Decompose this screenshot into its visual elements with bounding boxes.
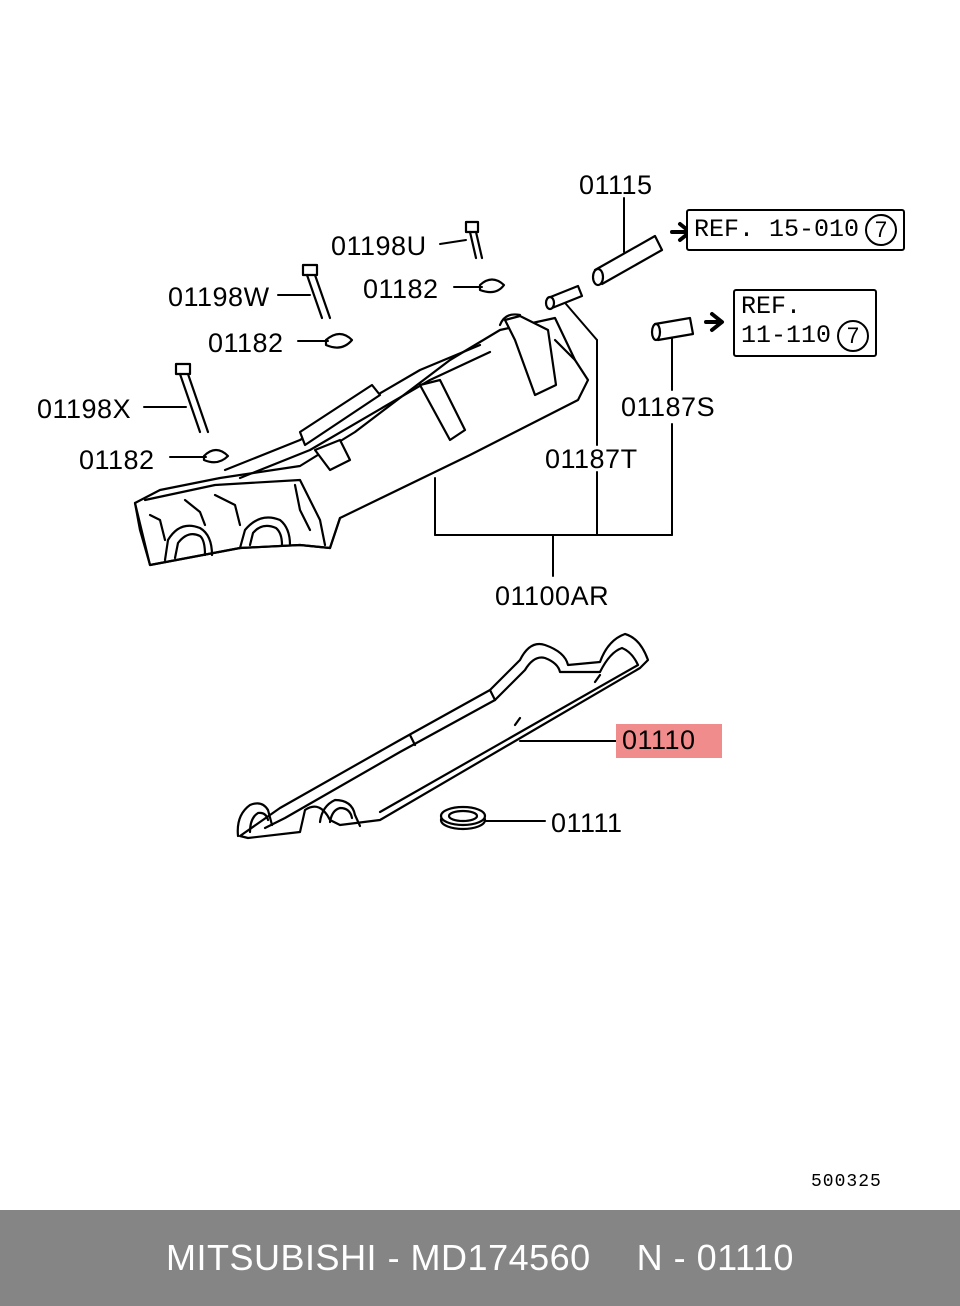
part-label-01111: 01111 — [551, 808, 623, 838]
arrow-icon-ref2 — [704, 312, 724, 332]
washer-icon-01182-b — [324, 332, 354, 349]
reference-text: REF. 15-010 — [694, 214, 860, 244]
hose-icon-01115 — [591, 234, 664, 287]
footer-bar: MITSUBISHI - MD174560 N - 01110 — [0, 1210, 960, 1306]
hose-icon-01187T — [544, 284, 584, 311]
part-label-01182-c: 01182 — [79, 445, 155, 475]
o-ring-icon — [439, 805, 487, 831]
leader-lines — [143, 197, 673, 822]
part-label-01110-highlighted[interactable]: 01110 — [616, 724, 722, 758]
bolt-icon-01198W — [301, 263, 332, 320]
washer-icon-01182-a — [478, 278, 506, 294]
valve-cover-icon — [133, 313, 590, 567]
part-label-01182-b: 01182 — [208, 328, 284, 358]
bolt-icon-01198X — [174, 362, 210, 434]
part-label-01198W: 01198W — [168, 282, 270, 312]
figure-id: 500325 — [811, 1172, 882, 1192]
parts-diagram: 01115 01198U 01182 01198W 01182 01198X 0… — [37, 170, 906, 1192]
reference-box-15-010[interactable]: REF. 15-010 7 — [686, 209, 906, 251]
part-label-01187T: 01187T — [545, 444, 638, 474]
gasket-icon — [236, 632, 650, 840]
exploded-view-drawing — [133, 197, 724, 840]
bolt-icon-01198U — [464, 220, 484, 260]
reference-circle-number: 7 — [837, 320, 870, 353]
part-label-01198X: 01198X — [37, 394, 132, 424]
reference-line-1: REF. — [741, 292, 869, 321]
reference-box-11-110[interactable]: REF. 11-110 7 — [733, 289, 878, 358]
footer-brand-part-number: MITSUBISHI - MD174560 — [166, 1237, 591, 1278]
part-label-01187S: 01187S — [621, 392, 716, 422]
footer-reference-number: N - 01110 — [636, 1237, 794, 1278]
part-label-01115: 01115 — [579, 170, 653, 200]
hose-icon-01187S — [650, 316, 695, 342]
part-label-01198U: 01198U — [331, 231, 427, 261]
part-label-01182-a: 01182 — [363, 274, 439, 304]
reference-line-2: 11-110 7 — [741, 320, 870, 353]
reference-circle-number: 7 — [865, 214, 898, 246]
washer-icon-01182-c — [202, 448, 230, 464]
reference-text-line-1: REF. — [741, 292, 802, 321]
part-label-01100AR: 01100AR — [495, 581, 610, 611]
reference-text-line-2: 11-110 — [741, 321, 832, 351]
